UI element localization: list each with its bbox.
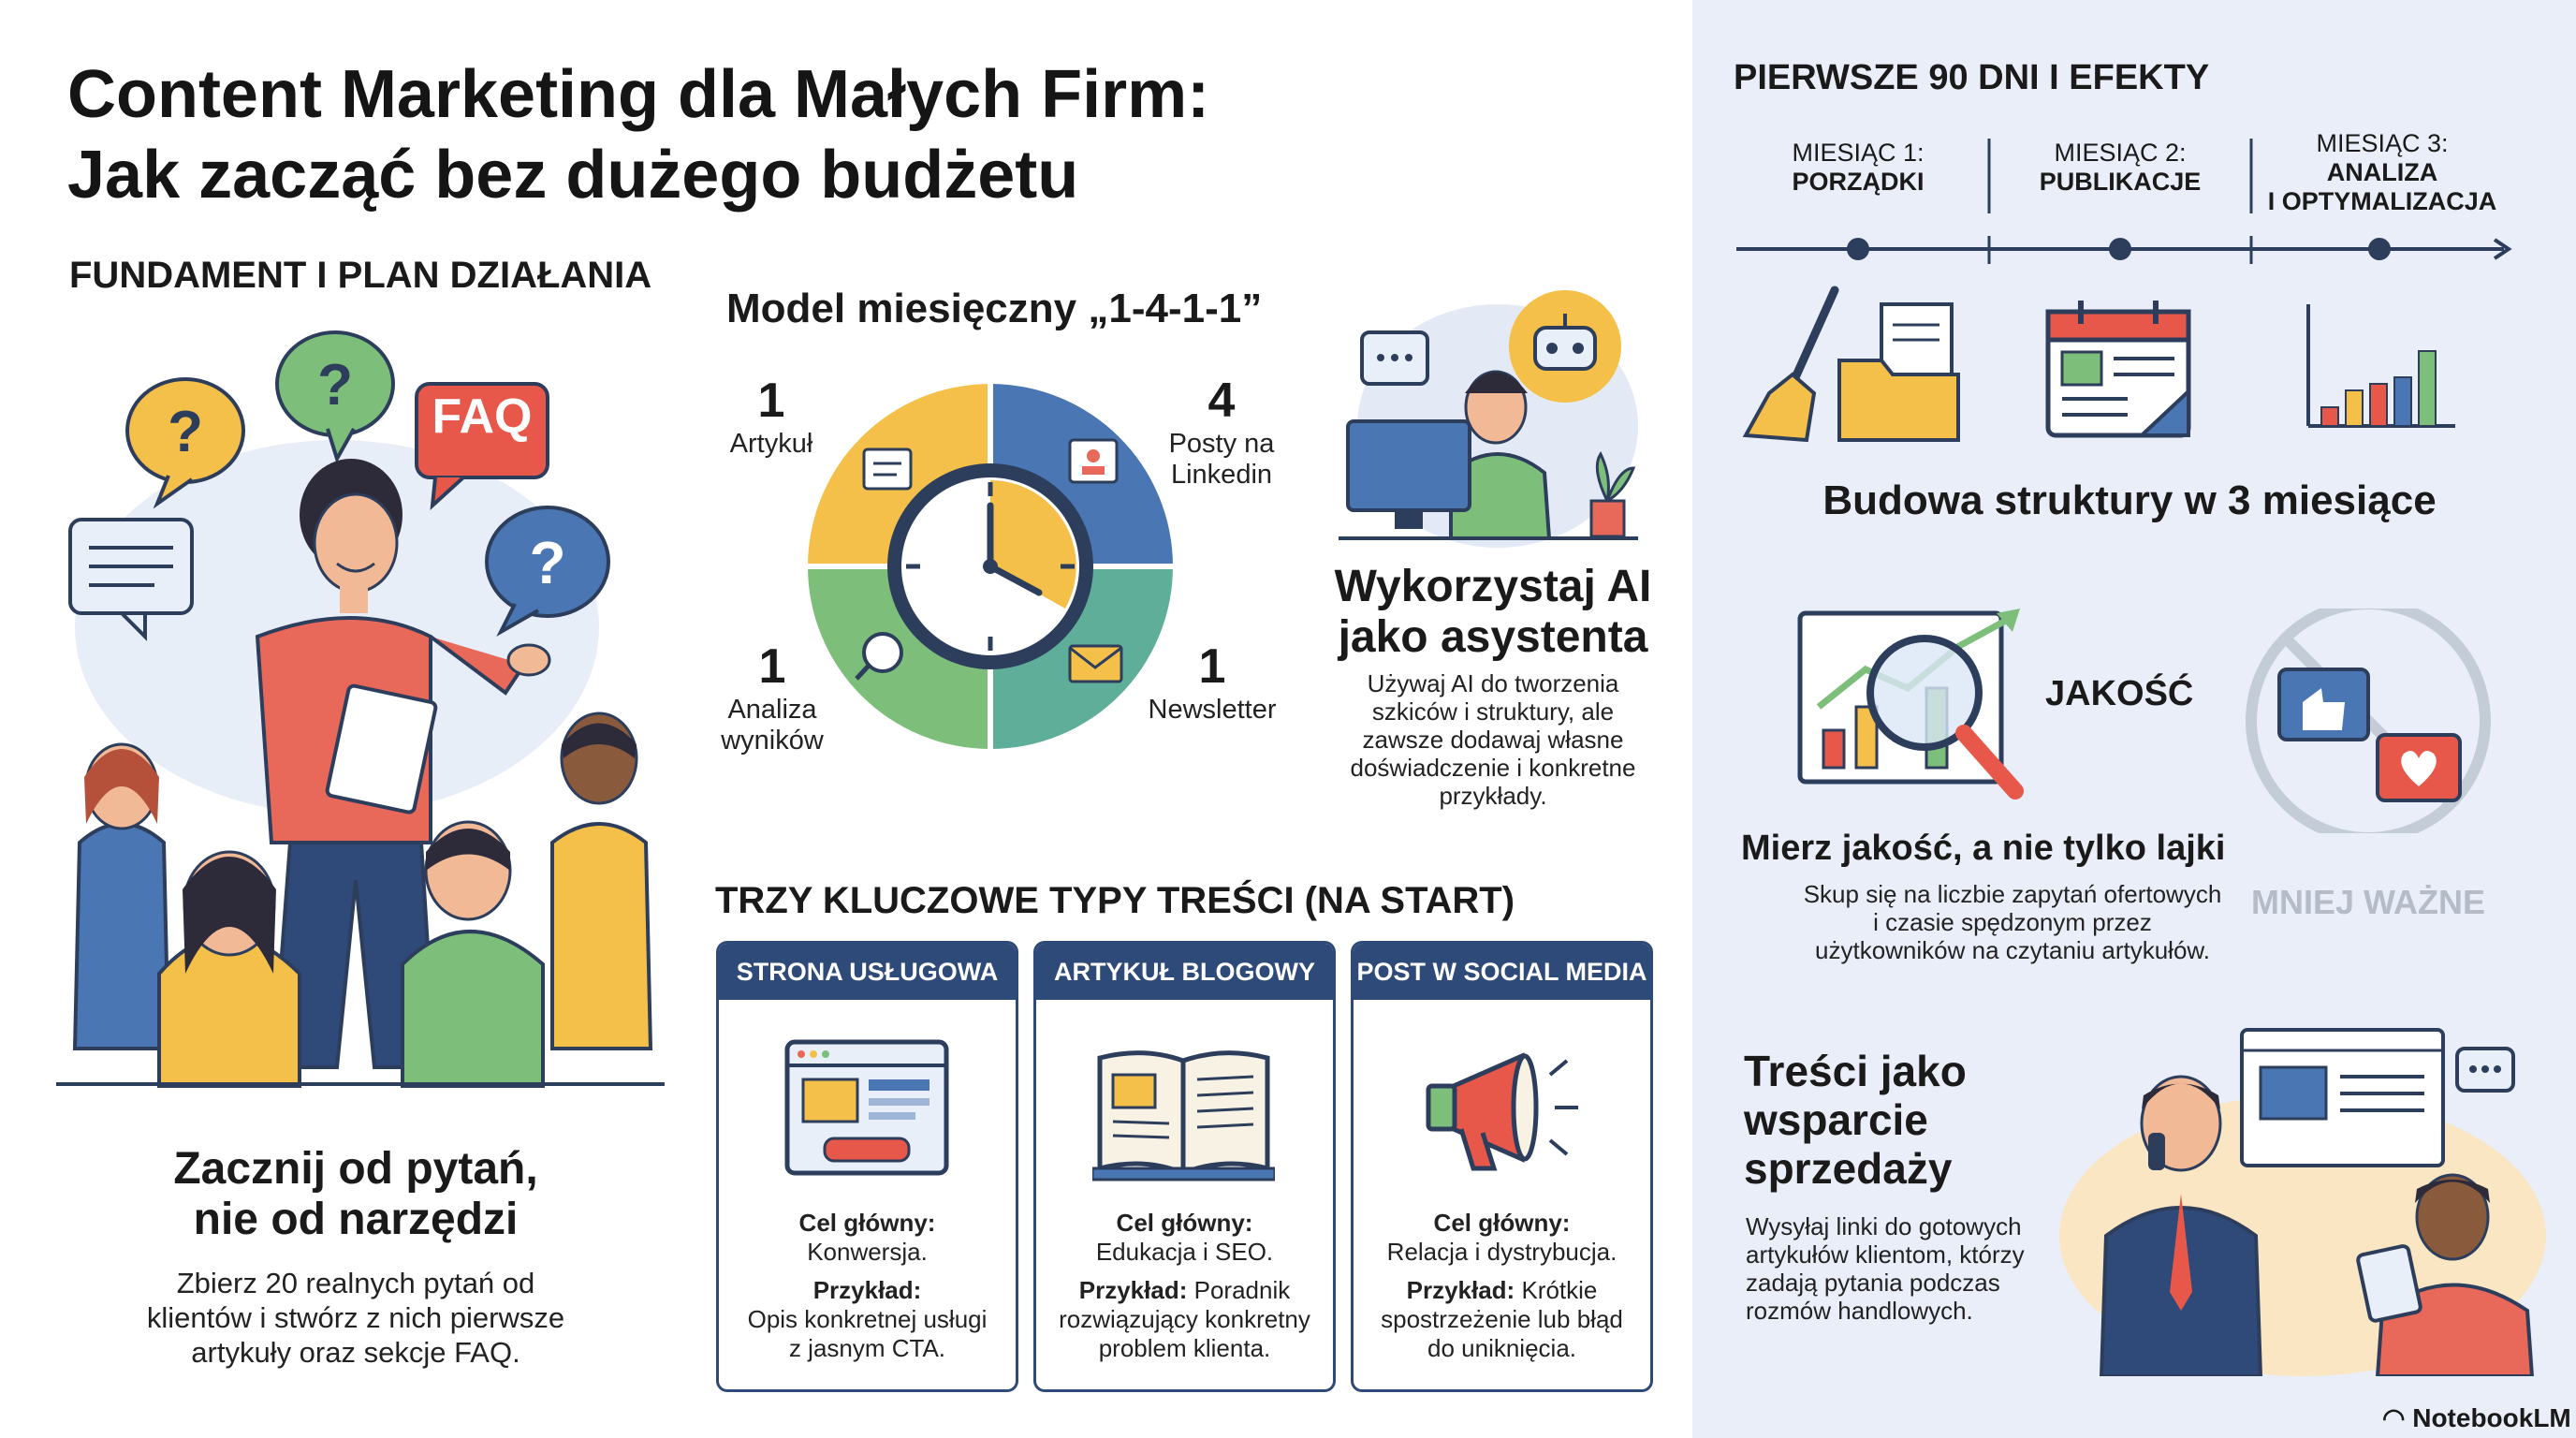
foundation-body: Zbierz 20 realnych pytań od klientów i s… xyxy=(146,1267,565,1369)
first90-heading: PIERWSZE 90 DNI I EFEKTY xyxy=(1734,58,2210,97)
sales-meeting-illustration xyxy=(2059,1028,2546,1376)
chat-icon xyxy=(1360,330,1429,386)
model-item-linkedin: 4 Posty na Linkedin xyxy=(1168,374,1275,490)
ai-body: Używaj AI do tworzenia szkiców i struktu… xyxy=(1350,669,1636,810)
model-item-article: 1 Artykuł xyxy=(729,374,813,459)
foundation-subheading: Zacznij od pytań, nie od narzędzi xyxy=(173,1144,538,1244)
content-card-blog-article: ARTYKUŁ BLOGOWY Cel główny: Edukacja i S… xyxy=(1033,941,1336,1392)
content-card-social-post: POST W SOCIAL MEDIA Cel główny: Relacja … xyxy=(1351,941,1653,1392)
notes-card-icon xyxy=(68,518,194,641)
quality-analytics-icon xyxy=(1797,609,2024,800)
likes-crossed-icon xyxy=(2246,609,2491,833)
quality-body: Skup się na liczbie zapytań ofertowych i… xyxy=(1803,880,2222,964)
content-types-heading: TRZY KLUCZOWE TYPY TREŚCI (NA START) xyxy=(715,880,1515,921)
month-1-label: MIESIĄC 1: PORZĄDKI xyxy=(1792,139,1925,196)
svg-text:?: ? xyxy=(168,400,203,464)
faq-label: FAQ xyxy=(432,389,533,444)
robot-icon xyxy=(1509,290,1621,403)
month-3-label: MIESIĄC 3: ANALIZA I OPTYMALIZACJA xyxy=(2267,129,2497,215)
timeline xyxy=(1736,139,2512,264)
faq-bubble-icon xyxy=(415,382,549,510)
article-icon xyxy=(862,448,913,491)
page-title: Content Marketing dla Małych Firm: Jak z… xyxy=(67,57,1210,213)
ai-assistant-illustration xyxy=(1339,290,1638,548)
card-title: POST W SOCIAL MEDIA xyxy=(1354,944,1650,1000)
calendar-icon xyxy=(2045,301,2191,438)
heart-icon xyxy=(2376,733,2462,802)
timeline-dot xyxy=(1847,238,1869,260)
bar-growth-icon xyxy=(2306,304,2455,428)
notebooklm-icon: ◠ xyxy=(2382,1403,2413,1432)
thumbs-up-icon xyxy=(2277,668,2370,741)
svg-text:?: ? xyxy=(529,529,565,596)
question-bubble-icon: ? xyxy=(125,377,245,509)
team-meeting-illustration: ? ? ? xyxy=(56,330,665,1088)
webpage-icon xyxy=(784,1039,949,1176)
envelope-icon xyxy=(1068,644,1123,683)
brand-logo: ◠ NotebookLM xyxy=(2382,1403,2571,1432)
question-bubble-icon: ? xyxy=(485,506,610,638)
month-2-label: MIESIĄC 2: PUBLIKACJE xyxy=(2039,139,2202,196)
monthly-clock-chart xyxy=(808,384,1173,749)
audience-group xyxy=(72,712,653,1088)
foundation-heading: FUNDAMENT I PLAN DZIAŁANIA xyxy=(69,255,652,296)
card-title: ARTYKUŁ BLOGOWY xyxy=(1036,944,1333,1000)
question-bubble-icon: ? xyxy=(275,330,395,464)
broom-folder-icon xyxy=(1742,286,1960,443)
open-book-icon xyxy=(1092,1050,1275,1181)
monitor-icon xyxy=(1346,419,1471,512)
model-item-newsletter: 1 Newsletter xyxy=(1148,639,1277,725)
sales-body: Wysyłaj linki do gotowych artykułów klie… xyxy=(1746,1212,2025,1325)
quality-label: JAKOŚĆ xyxy=(2045,674,2194,713)
timeline-dot xyxy=(2109,238,2131,260)
less-important-label: MNIEJ WAŻNE xyxy=(2250,883,2485,921)
ai-heading: Wykorzystaj AI jako asystenta xyxy=(1334,562,1652,662)
sales-heading: Treści jako wsparcie sprzedaży xyxy=(1744,1047,1967,1193)
profile-post-icon xyxy=(1068,438,1119,484)
chat-icon xyxy=(2455,1047,2515,1093)
structure-caption: Budowa struktury w 3 miesiące xyxy=(1822,477,2437,523)
timeline-dot xyxy=(2368,238,2391,260)
model-item-analysis: 1 Analiza wyników xyxy=(721,639,824,756)
tablet-icon xyxy=(2356,1244,2422,1323)
card-title: STRONA USŁUGOWA xyxy=(719,944,1016,1000)
webpage-icon xyxy=(2240,1028,2445,1167)
analytics-search-icon xyxy=(855,632,903,681)
phone-icon xyxy=(2148,1133,2165,1170)
presenter-woman xyxy=(255,459,551,1069)
plant-icon xyxy=(1589,450,1636,538)
megaphone-icon xyxy=(1426,1052,1578,1171)
content-card-service-page: STRONA USŁUGOWA Cel główny: Konwersja. P… xyxy=(716,941,1018,1392)
quality-heading: Mierz jakość, a nie tylko lajki xyxy=(1741,829,2226,868)
svg-text:?: ? xyxy=(317,353,353,418)
monthly-model-heading: Model miesięczny „1-4-1-1” xyxy=(726,286,1263,331)
